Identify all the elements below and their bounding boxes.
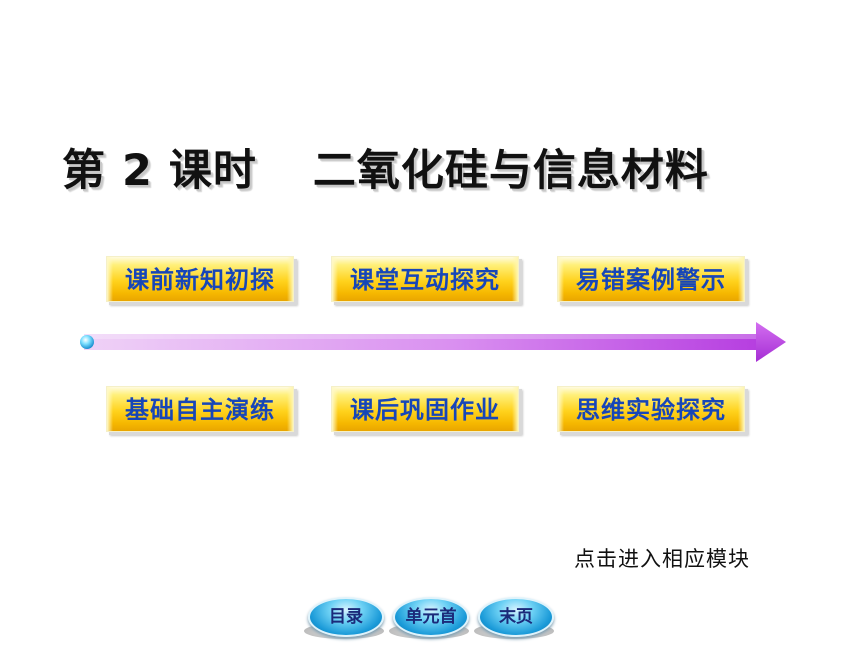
timeline-arrow bbox=[80, 322, 786, 362]
last-page-button[interactable]: 末页 bbox=[478, 597, 554, 637]
module-button-mistakes[interactable]: 易错案例警示 bbox=[557, 256, 745, 302]
unit-home-button[interactable]: 单元首 bbox=[393, 597, 469, 637]
arrow-start-dot bbox=[80, 335, 94, 349]
navigation-hint: 点击进入相应模块 bbox=[574, 547, 750, 571]
module-button-preview[interactable]: 课前新知初探 bbox=[106, 256, 294, 302]
module-button-experiment[interactable]: 思维实验探究 bbox=[557, 386, 745, 432]
lesson-topic: 二氧化硅与信息材料 bbox=[312, 146, 709, 196]
arrow-head bbox=[756, 322, 786, 362]
module-button-classroom[interactable]: 课堂互动探究 bbox=[331, 256, 519, 302]
contents-button[interactable]: 目录 bbox=[308, 597, 384, 637]
arrow-shaft-highlight bbox=[84, 334, 759, 339]
module-button-basic-practice[interactable]: 基础自主演练 bbox=[106, 386, 294, 432]
module-button-homework[interactable]: 课后巩固作业 bbox=[331, 386, 519, 432]
page-title: 第 2 课时 二氧化硅与信息材料 bbox=[62, 143, 709, 199]
lesson-number: 第 2 课时 bbox=[62, 146, 257, 196]
arrow-shaft bbox=[84, 334, 759, 350]
